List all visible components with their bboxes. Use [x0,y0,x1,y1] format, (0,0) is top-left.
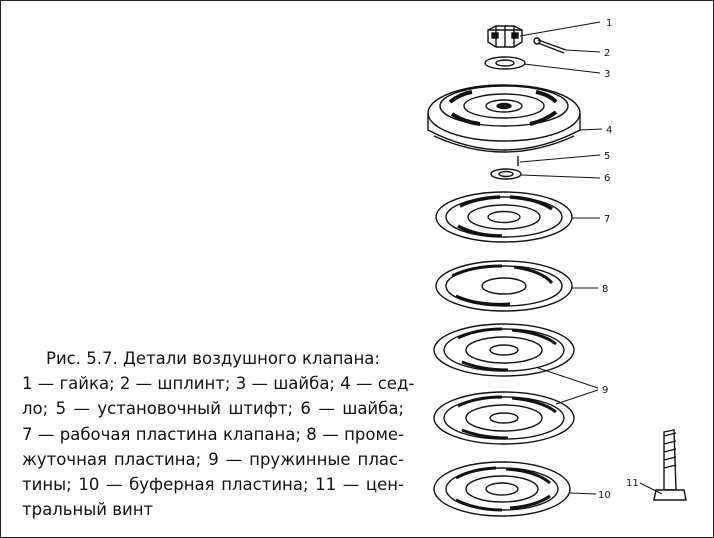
label-11: 11 [626,478,639,489]
label-1: 1 [606,18,612,29]
spring-plate-1-part [433,323,575,377]
figure-caption: Рис. 5.7. Детали воздушного клапана: 1 —… [22,346,415,522]
leader-lines [519,21,663,495]
caption-title: Рис. 5.7. Детали воздушного клапана: [46,349,380,368]
label-3: 3 [604,69,610,80]
label-7: 7 [604,214,610,225]
label-9: 9 [602,385,608,396]
label-4: 4 [606,125,612,136]
cotter-pin-part [533,37,567,54]
label-5: 5 [604,151,610,162]
caption-line: 7 — рабочая пластина клапана; 8 — проме- [22,424,404,444]
intermediate-plate-part [435,260,573,312]
nut-part [487,25,523,48]
caption-line: ло; 5 — установочный штифт; 6 — шайба; [22,399,404,419]
caption-line: тральный винт [22,500,154,520]
caption-line: тины; 10 — буферная пластина; 11 — цен- [22,475,404,495]
caption-line: 1 — гайка; 2 — шплинт; 3 — шайба; 4 — се… [22,374,415,394]
central-screw-part [653,429,687,501]
label-6: 6 [604,173,610,184]
washer-top-part [484,56,526,70]
label-8: 8 [602,284,608,295]
washer-small-part [490,168,522,180]
valve-seat-part [427,84,581,153]
buffer-plate-part [433,461,571,517]
caption-line: жуточная пластина; 9 — пружинные плас- [22,449,404,469]
spring-plate-2-part [433,391,575,445]
label-2: 2 [604,48,610,59]
working-plate-part [435,191,573,243]
part-labels: 1 2 3 4 5 6 7 8 9 10 11 [598,18,639,501]
label-10: 10 [598,490,611,501]
